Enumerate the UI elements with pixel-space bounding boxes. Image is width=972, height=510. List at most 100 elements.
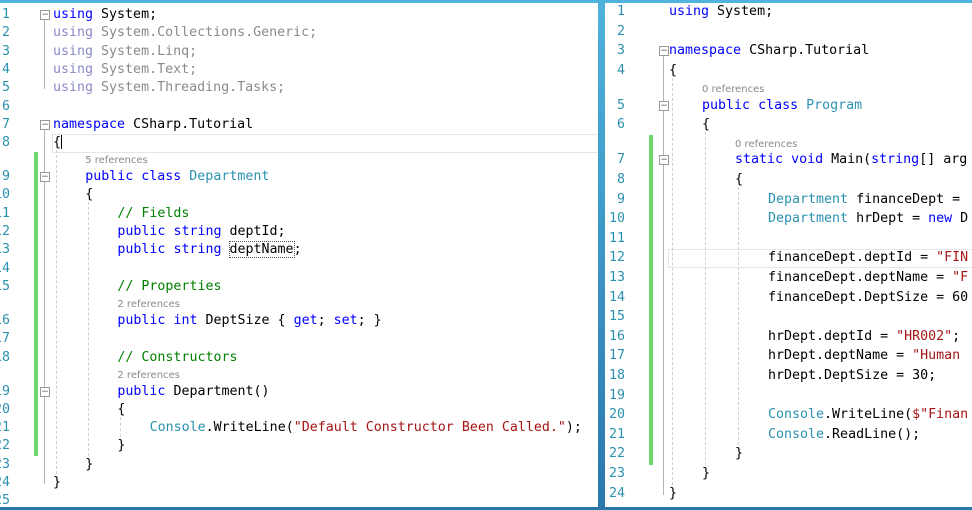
codelens-references[interactable]: 2 references bbox=[117, 369, 180, 381]
code-line[interactable]: } bbox=[735, 445, 743, 463]
code-text: CSharp.Tutorial bbox=[125, 116, 254, 132]
code-line[interactable]: using System.Linq; bbox=[53, 43, 197, 61]
code-line[interactable]: { bbox=[53, 134, 63, 152]
code-line[interactable]: { bbox=[735, 171, 743, 189]
keyword: class bbox=[758, 97, 799, 113]
line-number: 5 bbox=[616, 97, 625, 113]
code-line[interactable]: { bbox=[669, 62, 677, 80]
code-line[interactable]: // Fields bbox=[117, 205, 189, 223]
line-number: 15 bbox=[608, 309, 625, 325]
line-number: 2 bbox=[616, 23, 625, 39]
codelens-references[interactable]: 0 references bbox=[702, 84, 765, 96]
code-line[interactable]: public Department() bbox=[117, 383, 269, 401]
codelens-references[interactable]: 2 references bbox=[117, 299, 180, 311]
line-number: 11 bbox=[0, 205, 10, 221]
line-number: 7 bbox=[616, 152, 625, 168]
code-text bbox=[750, 98, 758, 113]
code-line[interactable]: hrDept.deptName = "Human bbox=[768, 347, 960, 365]
code-line[interactable]: financeDept.deptId = "FIN bbox=[768, 249, 968, 267]
code-line[interactable]: { bbox=[85, 186, 93, 204]
line-number: 14 bbox=[0, 260, 10, 276]
code-text: { bbox=[702, 117, 711, 133]
string-literal: "HR002" bbox=[896, 328, 953, 344]
codelens-references[interactable]: 0 references bbox=[735, 139, 798, 150]
line-number: 13 bbox=[0, 242, 10, 258]
line-number: 3 bbox=[1, 43, 10, 59]
code-text: System; bbox=[93, 7, 158, 22]
collapse-toggle-icon[interactable]: − bbox=[40, 119, 50, 130]
code-line[interactable]: financeDept.deptName = "F bbox=[768, 269, 968, 287]
line-number: 20 bbox=[0, 401, 10, 417]
code-line[interactable]: public string deptName; bbox=[117, 241, 302, 259]
keyword: using bbox=[53, 7, 94, 22]
code-line[interactable]: namespace CSharp.Tutorial bbox=[669, 42, 869, 60]
code-text: hrDept.deptId = bbox=[768, 328, 897, 344]
keyword: set bbox=[333, 312, 358, 328]
collapse-toggle-icon[interactable]: − bbox=[40, 172, 50, 183]
indent-guide bbox=[56, 150, 57, 474]
code-line[interactable]: public int DeptSize { get; set; } bbox=[117, 312, 381, 330]
string-literal: "FIN bbox=[936, 250, 969, 266]
code-line[interactable]: Department hrDept = new D bbox=[768, 210, 968, 228]
line-number: 18 bbox=[608, 368, 625, 383]
collapse-toggle-icon[interactable]: − bbox=[659, 155, 669, 166]
code-text: .ReadLine(); bbox=[824, 426, 921, 442]
code-text: .WriteLine( bbox=[824, 407, 913, 423]
code-line[interactable]: public string deptId; bbox=[117, 223, 285, 241]
code-line[interactable]: hrDept.DeptSize = 30; bbox=[768, 367, 936, 385]
code-line[interactable]: Console.WriteLine($"Finan bbox=[768, 406, 968, 424]
code-line[interactable]: public class Department bbox=[85, 168, 269, 186]
outline-bracket bbox=[663, 164, 664, 456]
collapse-toggle-icon[interactable]: − bbox=[659, 100, 669, 111]
collapse-toggle-icon[interactable]: − bbox=[40, 10, 50, 20]
code-line[interactable]: } bbox=[702, 465, 710, 483]
code-line[interactable]: using System; bbox=[669, 3, 773, 21]
code-line[interactable]: { bbox=[702, 116, 710, 134]
indent-guide bbox=[705, 132, 706, 465]
collapse-toggle-icon[interactable]: − bbox=[40, 386, 50, 397]
line-number: 4 bbox=[616, 62, 625, 78]
collapse-toggle-icon[interactable]: − bbox=[659, 46, 669, 57]
line-number: 12 bbox=[0, 224, 10, 239]
code-line[interactable]: Console.WriteLine("Default Constructor B… bbox=[150, 419, 582, 437]
code-line[interactable]: hrDept.deptId = "HR002"; bbox=[768, 328, 960, 346]
codelens-references[interactable]: 5 references bbox=[85, 155, 148, 167]
code-line[interactable]: using System.Collections.Generic; bbox=[53, 24, 317, 42]
code-line[interactable]: using System; bbox=[53, 6, 157, 24]
code-line[interactable]: } bbox=[117, 437, 125, 455]
code-line[interactable]: // Constructors bbox=[117, 349, 237, 367]
code-text: { bbox=[735, 172, 744, 187]
code-line[interactable]: } bbox=[85, 456, 93, 474]
keyword: using bbox=[53, 43, 94, 59]
split-divider[interactable] bbox=[598, 0, 605, 510]
code-line[interactable]: static void Main(string[] arg bbox=[735, 151, 967, 169]
keyword: namespace bbox=[53, 116, 126, 132]
code-text: D bbox=[952, 211, 969, 227]
code-text: System; bbox=[709, 4, 774, 19]
code-line[interactable]: { bbox=[117, 401, 125, 419]
keyword: using bbox=[53, 80, 94, 96]
code-line[interactable]: namespace CSharp.Tutorial bbox=[53, 116, 253, 134]
code-line[interactable]: } bbox=[53, 474, 61, 492]
code-text: hrDept = bbox=[848, 211, 929, 227]
code-text: CSharp.Tutorial bbox=[741, 43, 870, 59]
code-line[interactable]: financeDept.DeptSize = 60 bbox=[768, 289, 968, 307]
line-number: 9 bbox=[616, 191, 625, 207]
keyword: class bbox=[141, 169, 182, 185]
keyword: using bbox=[53, 61, 94, 77]
line-number: 24 bbox=[0, 475, 10, 490]
code-line[interactable]: Console.ReadLine(); bbox=[768, 426, 920, 444]
code-line[interactable]: public class Program bbox=[702, 97, 862, 115]
code-text: ); bbox=[565, 420, 582, 436]
code-line[interactable]: using System.Threading.Tasks; bbox=[53, 79, 285, 97]
code-line[interactable]: using System.Text; bbox=[53, 61, 197, 79]
code-line[interactable]: Department financeDept = bbox=[768, 191, 968, 209]
code-line[interactable]: // Properties bbox=[117, 278, 221, 296]
code-text: { bbox=[669, 62, 678, 78]
code-line[interactable]: } bbox=[669, 485, 677, 503]
line-number: 22 bbox=[608, 446, 625, 462]
keyword: public bbox=[702, 97, 751, 113]
line-number: 13 bbox=[608, 270, 625, 285]
